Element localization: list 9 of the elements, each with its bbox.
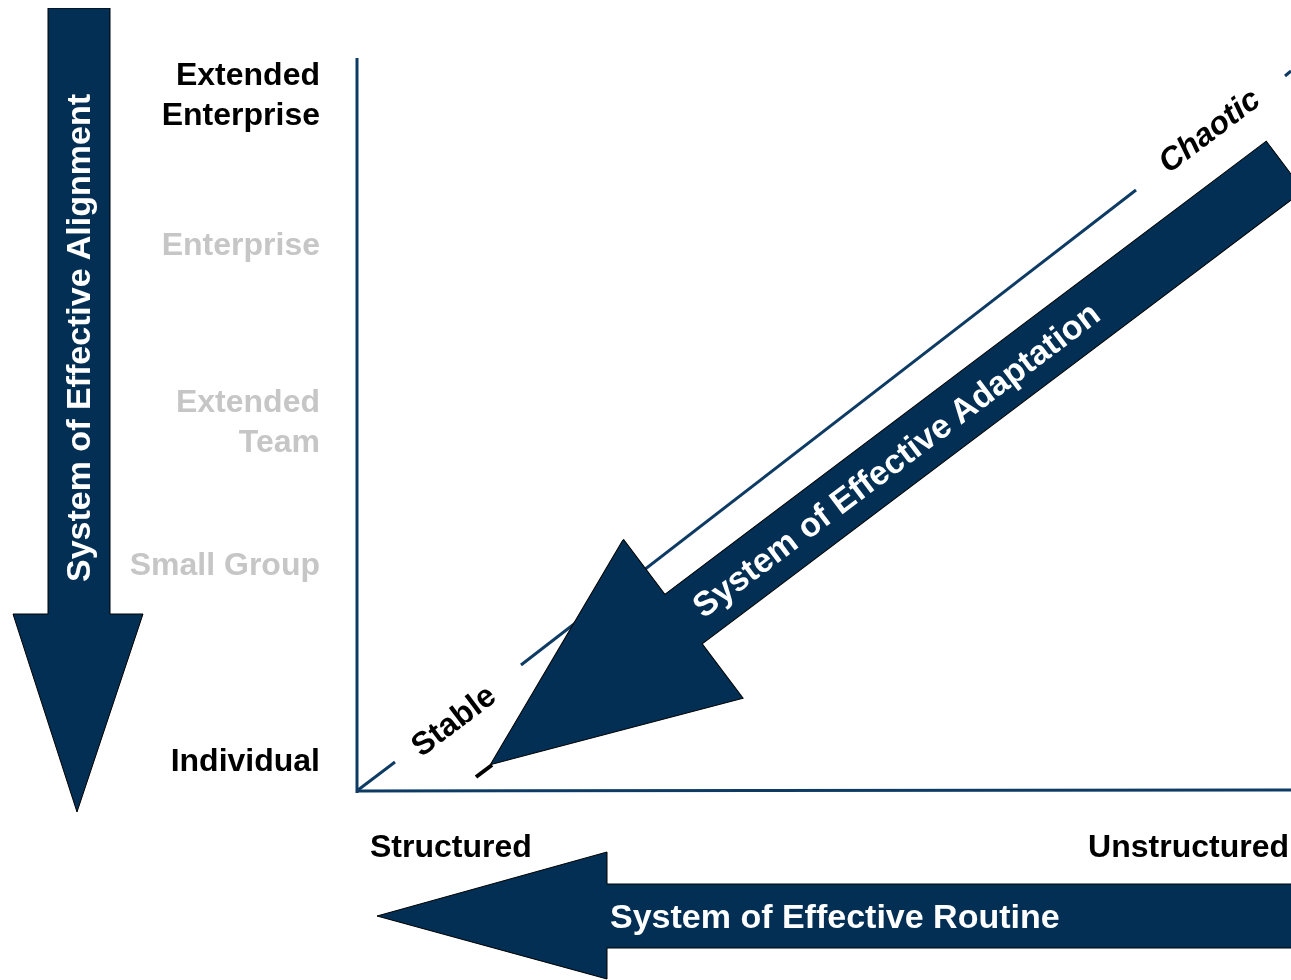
- arrow-label: System of Effective Routine: [610, 896, 1060, 936]
- axis-label: Individual: [169, 741, 320, 780]
- axis-label: Extended Team: [174, 382, 320, 461]
- arrow-label: System of Effective Alignment: [58, 93, 98, 583]
- axis-label: Enterprise: [160, 225, 320, 264]
- axis-label: Unstructured: [1088, 827, 1289, 866]
- axis-label: Extended Enterprise: [160, 55, 320, 134]
- axis-label: Small Group: [128, 545, 320, 584]
- axis-label: Structured: [370, 827, 532, 866]
